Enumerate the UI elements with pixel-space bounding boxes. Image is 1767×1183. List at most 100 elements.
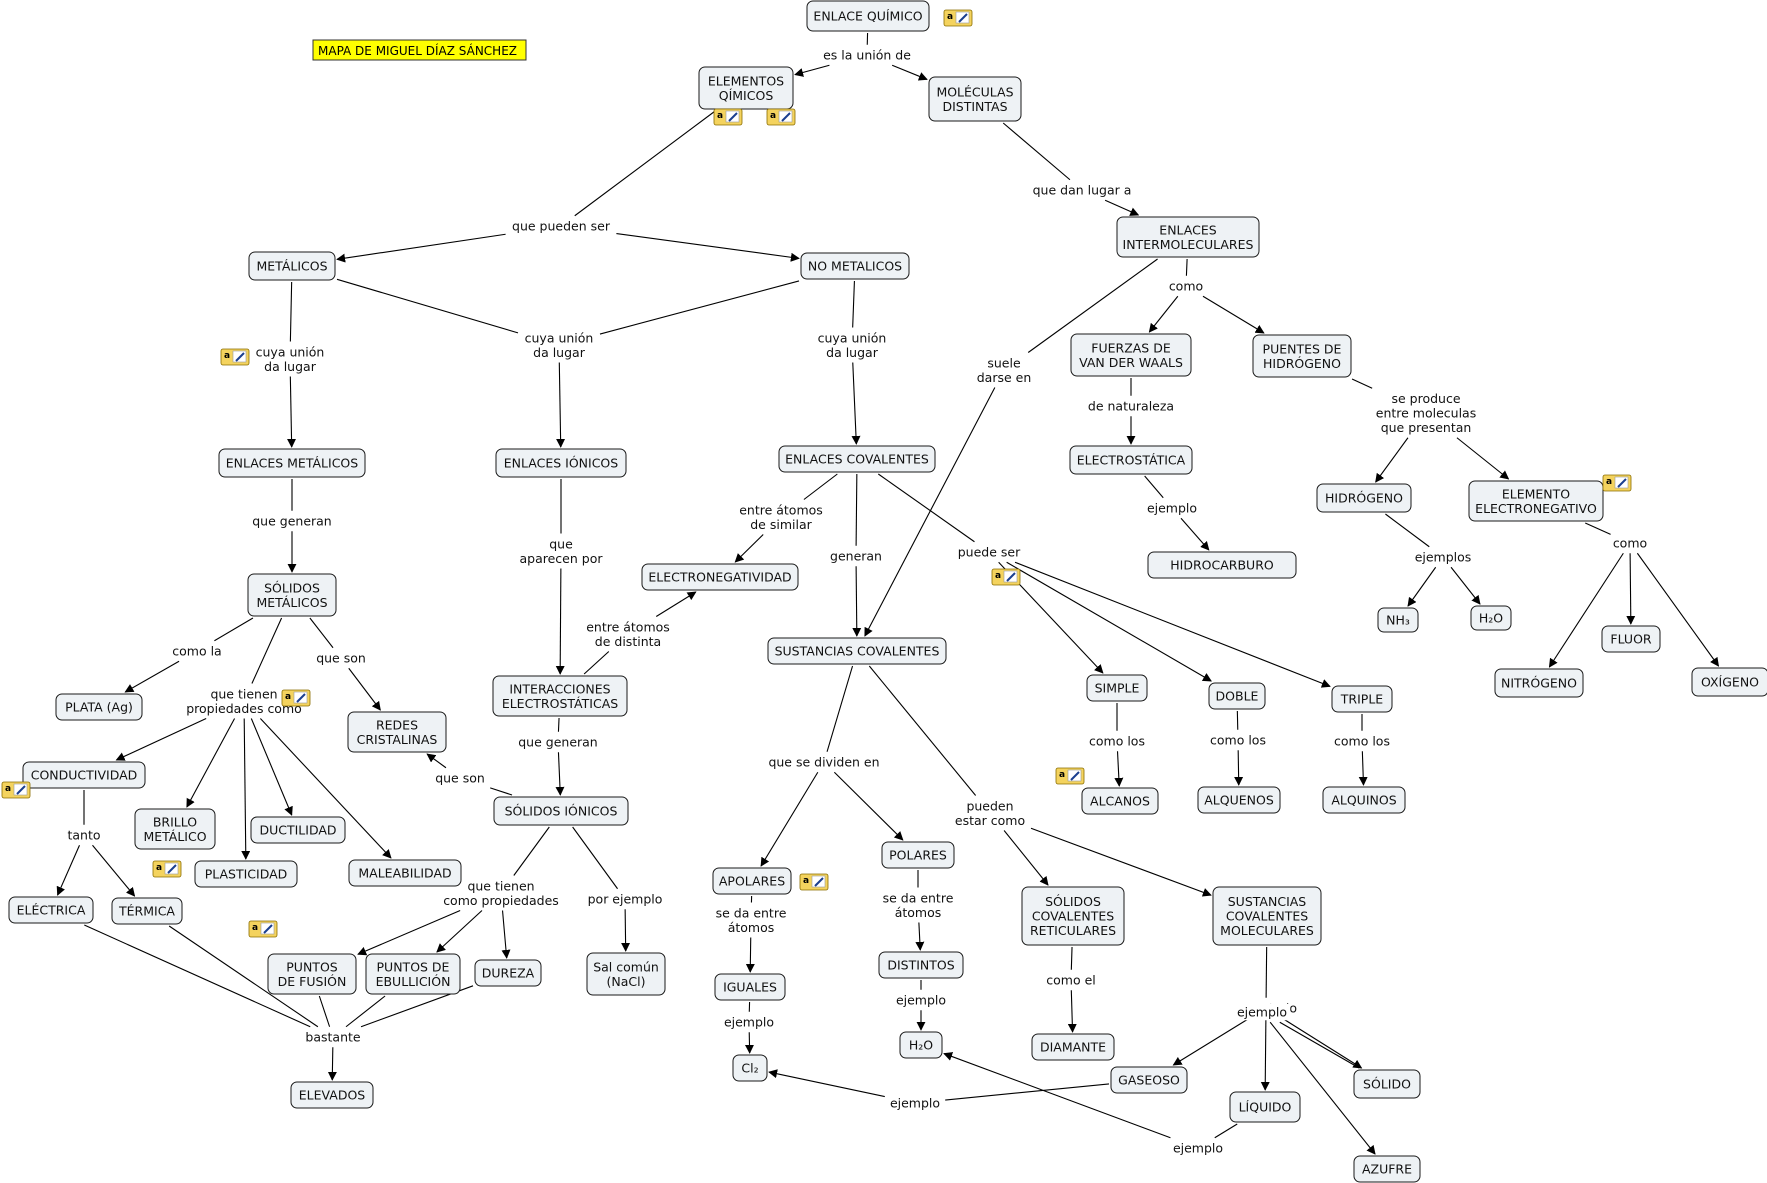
resource-attachment-icon[interactable]: a	[766, 108, 796, 126]
concept-node-electrica[interactable]: ELÉCTRICA	[8, 896, 94, 924]
resource-attachment-icon[interactable]: a	[1602, 474, 1632, 492]
concept-node-h2o_b[interactable]: H₂O	[899, 1031, 943, 1059]
link-label-text: como	[1613, 536, 1647, 551]
connector-bastante-elevados	[327, 1047, 337, 1081]
link-label-text: entre átomos	[586, 619, 670, 634]
concept-node-diamante[interactable]: DIAMANTE	[1031, 1033, 1115, 1061]
concept-node-dureza[interactable]: DUREZA	[474, 959, 542, 987]
concept-node-nitro[interactable]: NITRÓGENO	[1494, 668, 1584, 698]
concept-node-maleab[interactable]: MALEABILIDAD	[348, 859, 462, 887]
concept-node-apolares[interactable]: APOLARES	[712, 867, 792, 895]
resource-attachment-icon[interactable]: a	[991, 568, 1021, 586]
concept-node-suscov[interactable]: SUSTANCIAS COVALENTES	[767, 637, 947, 665]
concept-node-solido[interactable]: SÓLIDO	[1353, 1069, 1421, 1099]
concept-node-alcanos[interactable]: ALCANOS	[1081, 787, 1159, 815]
concept-node-text: Sal común	[593, 959, 659, 974]
concept-node-nomet[interactable]: NO METALICOS	[800, 252, 910, 280]
concept-node-box	[218, 448, 366, 478]
concept-node-alquinos[interactable]: ALQUINOS	[1322, 786, 1406, 814]
concept-node-conduct[interactable]: CONDUCTIVIDAD	[22, 761, 146, 789]
concept-node-enion[interactable]: ENLACES IÓNICOS	[495, 448, 627, 478]
connector-que_generan_b-solion	[555, 752, 565, 796]
concept-node-salcomun[interactable]: Sal común(NaCl)	[586, 952, 666, 996]
concept-node-text: DUREZA	[482, 966, 535, 981]
concept-node-enlace[interactable]: ENLACE QUÍMICO	[806, 0, 930, 32]
resource-attachment-icon[interactable]: a	[152, 860, 182, 878]
link-label-bg	[892, 991, 950, 1009]
resource-attachment-icon[interactable]: a	[1, 781, 31, 799]
resource-attachment-icon[interactable]: a	[799, 873, 829, 891]
connector-se_da_a-iguales	[745, 937, 755, 973]
resource-attachment-icon[interactable]: a	[220, 348, 250, 366]
connector-gaseoso-ejemplo_e	[945, 1083, 1110, 1101]
concept-node-alquenos[interactable]: ALQUENOS	[1197, 786, 1281, 814]
link-label-pueden_ser: que pueden ser	[507, 217, 615, 235]
concept-node-hidroc[interactable]: HIDROCARBURO	[1147, 551, 1297, 579]
link-label-bg	[813, 46, 921, 64]
concept-node-elevados[interactable]: ELEVADOS	[290, 1081, 374, 1109]
concept-node-termica[interactable]: TÉRMICA	[111, 897, 183, 925]
concept-node-nh3[interactable]: NH₃	[1377, 607, 1419, 633]
concept-node-plastic[interactable]: PLASTICIDAD	[194, 860, 298, 888]
concept-node-azufre[interactable]: AZUFRE	[1353, 1155, 1421, 1183]
link-label-text: suele	[987, 355, 1021, 370]
resource-attachment-icon[interactable]: a	[943, 9, 973, 27]
concept-node-plata[interactable]: PLATA (Ag)	[55, 693, 143, 721]
link-label-bg	[515, 733, 601, 751]
link-label-text: cuya unión	[818, 330, 887, 345]
connector-suscov-que_se_div	[826, 665, 854, 752]
concept-node-met[interactable]: METÁLICOS	[248, 251, 336, 281]
connector-encov-entre_sim	[803, 473, 838, 500]
concept-node-text: METÁLICO	[143, 829, 206, 844]
concept-node-distintos[interactable]: DISTINTOS	[878, 951, 964, 979]
concept-node-h2o_a[interactable]: H₂O	[1470, 605, 1512, 631]
concept-node-electrost[interactable]: ELECTROSTÁTICA	[1069, 445, 1193, 475]
concept-node-liquido[interactable]: LÍQUIDO	[1229, 1091, 1301, 1123]
concept-node-hidrog[interactable]: HIDRÓGENO	[1316, 483, 1412, 513]
concept-node-encov[interactable]: ENLACES COVALENTES	[778, 445, 936, 473]
link-label-bg	[301, 1028, 365, 1046]
concept-node-ductil[interactable]: DUCTILIDAD	[250, 816, 346, 844]
resource-attachment-icon[interactable]: a	[281, 689, 311, 707]
link-label-bg	[1168, 277, 1204, 295]
link-label-text: cuya unión	[525, 330, 594, 345]
svg-text:a: a	[285, 692, 291, 702]
concept-node-cl2[interactable]: Cl₂	[732, 1054, 768, 1082]
resource-attachment-icon[interactable]: a	[1055, 767, 1085, 785]
concept-node-fluor[interactable]: FLUOR	[1601, 625, 1661, 653]
resource-attachment-icon[interactable]: a	[713, 108, 743, 126]
concept-node-simple[interactable]: SIMPLE	[1086, 674, 1148, 702]
link-label-text: como los	[1334, 734, 1390, 749]
concept-node-box	[928, 76, 1022, 122]
concept-node-polares[interactable]: POLARES	[881, 841, 955, 869]
concept-node-enmet[interactable]: ENLACES METÁLICOS	[218, 448, 366, 478]
resource-attachment-icon[interactable]: a	[248, 920, 278, 938]
concept-node-triple[interactable]: TRIPLE	[1331, 685, 1393, 713]
concept-node-solion[interactable]: SÓLIDOS IÓNICOS	[493, 796, 629, 826]
concept-node-electroneg[interactable]: ELECTRONEGATIVIDAD	[641, 563, 799, 591]
concept-node-text: ELECTROSTÁTICAS	[502, 696, 618, 711]
concept-node-box	[1081, 787, 1159, 815]
concept-node-doble[interactable]: DOBLE	[1208, 682, 1266, 710]
concept-node-iguales[interactable]: IGUALES	[714, 973, 786, 1001]
link-label-generan: generan	[827, 547, 885, 565]
concept-node-oxig[interactable]: OXÍGENO	[1691, 667, 1767, 697]
concept-node-gaseoso[interactable]: GASEOSO	[1110, 1066, 1188, 1094]
concept-node-text: NH₃	[1386, 613, 1410, 628]
